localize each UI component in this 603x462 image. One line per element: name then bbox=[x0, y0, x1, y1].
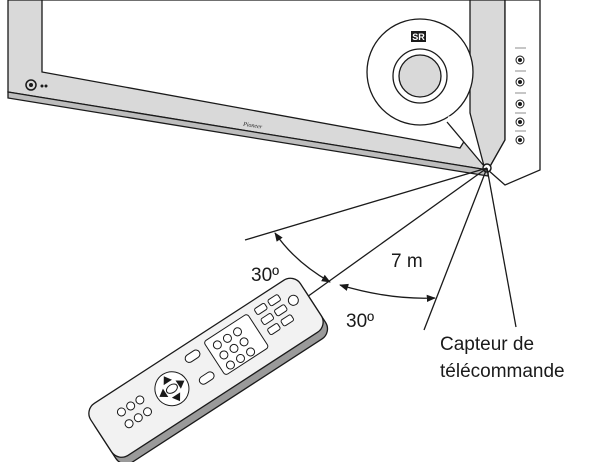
distance-label: 7 m bbox=[391, 251, 423, 272]
remote-buttons bbox=[116, 294, 299, 429]
remote-control bbox=[88, 277, 329, 462]
angle-arc-right bbox=[339, 283, 436, 302]
angle-label-right: 30º bbox=[346, 311, 375, 332]
sensor-label-line2: télécommande bbox=[440, 361, 565, 382]
angle-label-left: 30º bbox=[251, 265, 280, 286]
tv-power-button bbox=[25, 79, 48, 91]
tv-side-panel bbox=[487, 0, 541, 186]
sensor-label-line1: Capteur de bbox=[440, 334, 535, 355]
sr-badge: SR bbox=[411, 31, 426, 42]
tv-side-connectors bbox=[515, 55, 525, 145]
reception-cone bbox=[244, 167, 488, 331]
angle-arc-left bbox=[274, 232, 331, 283]
sensor-window-zoomed bbox=[392, 48, 448, 104]
svg-text:SR: SR bbox=[412, 32, 425, 42]
sensor-label-pointer bbox=[486, 167, 517, 328]
tv-brand-logo: Pioneer bbox=[242, 122, 263, 131]
